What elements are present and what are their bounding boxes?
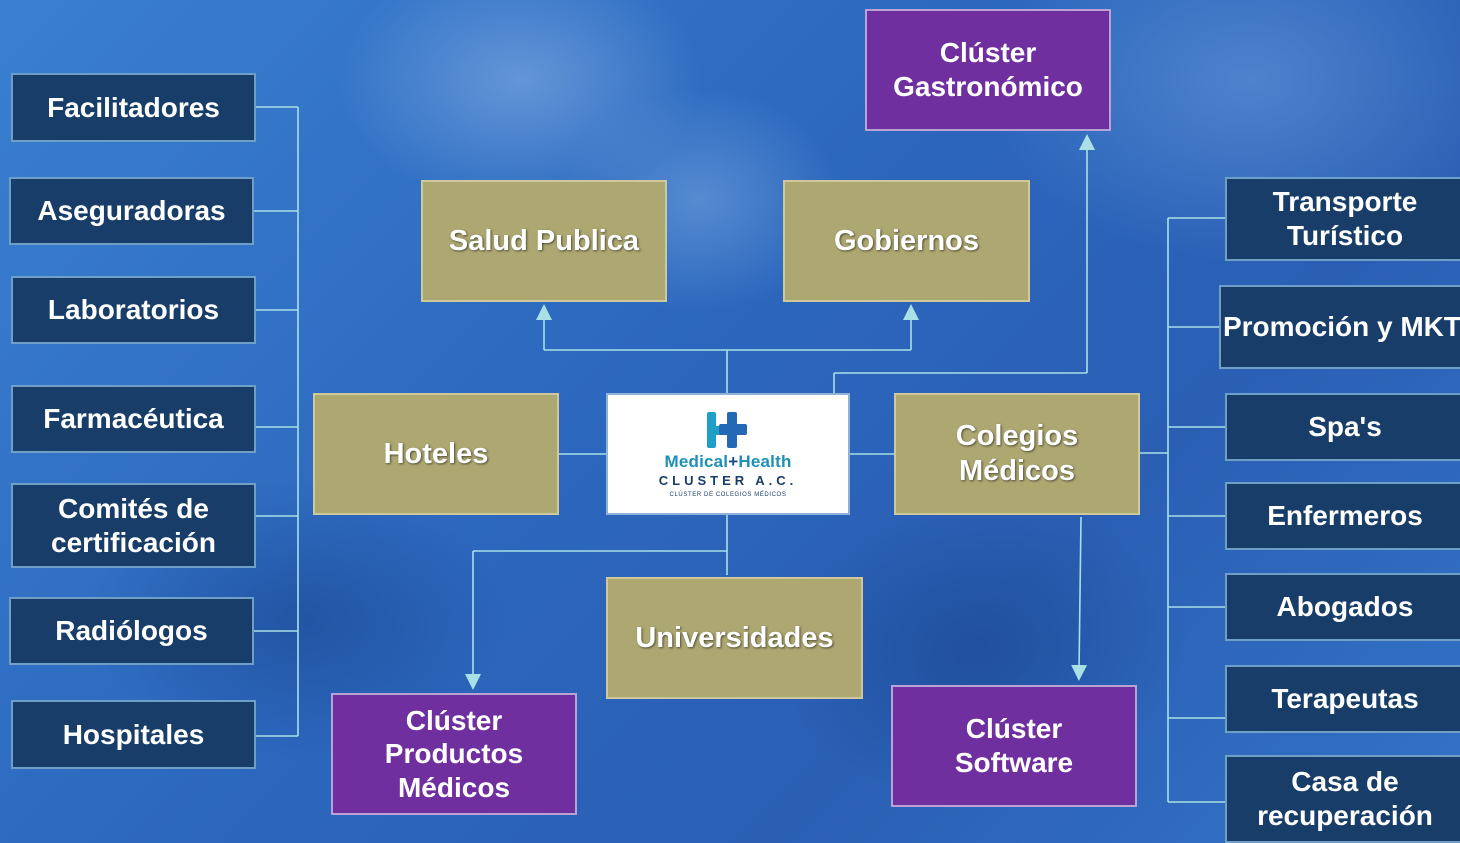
node-laboratorios: Laboratorios [11,276,256,344]
node-hospitales: Hospitales [11,700,256,769]
node-spas: Spa's [1225,393,1460,461]
node-colegios-medicos: Colegios Médicos [894,393,1140,515]
node-label: Clúster Productos Médicos [384,704,524,803]
node-label: Colegios Médicos [955,420,1079,487]
logo-subtitle: CLUSTER A.C. [658,473,798,488]
node-transporte: Transporte Turístico [1225,177,1460,261]
node-farmaceutica: Farmacéutica [11,385,256,453]
node-comites: Comités de certificación [11,483,256,568]
node-label: Radiólogos [55,615,208,647]
node-label: Enfermeros [1267,500,1423,532]
node-label: Clúster Software [954,713,1074,778]
node-hoteles: Hoteles [313,393,559,515]
node-label: Casa de recuperación [1257,766,1433,831]
logo-cross-icon [707,412,747,448]
logo-name: Medical+Health [664,452,792,471]
node-cluster-productos: Clúster Productos Médicos [331,693,577,815]
node-cluster-gastronomico: Clúster Gastronómico [865,9,1111,131]
node-label: Farmacéutica [43,403,224,435]
node-terapeutas: Terapeutas [1225,665,1460,733]
node-promocion: Promoción y MKT [1219,285,1460,369]
node-label: Hoteles [383,437,489,470]
node-label: Promoción y MKT [1222,311,1460,343]
node-cluster-software: Clúster Software [891,685,1137,807]
node-label: Comités de certificación [51,492,216,558]
node-label: Abogados [1276,591,1414,623]
logo-tagline: CLÚSTER DE COLEGIOS MÉDICOS [669,492,787,498]
node-aseguradoras: Aseguradoras [9,177,254,245]
node-enfermeros: Enfermeros [1225,482,1460,550]
node-label: Laboratorios [47,294,220,326]
node-label: Clúster Gastronómico [893,37,1083,102]
node-label: Universidades [635,621,834,654]
node-label: Salud Publica [448,224,640,257]
node-label: Transporte Turístico [1272,186,1418,251]
node-radiologos: Radiólogos [9,597,254,665]
node-label: Aseguradoras [37,195,226,227]
node-universidades: Universidades [606,577,863,699]
node-casa-recuperacion: Casa de recuperación [1225,755,1460,843]
node-facilitadores: Facilitadores [11,73,256,142]
node-label: Gobiernos [833,224,979,257]
node-gobiernos: Gobiernos [783,180,1030,302]
node-label: Hospitales [62,718,205,750]
node-salud-publica: Salud Publica [421,180,667,302]
node-label: Facilitadores [47,91,220,123]
logo-medical-health: Medical+Health CLUSTER A.C. CLÚSTER DE C… [606,393,850,515]
node-abogados: Abogados [1225,573,1460,641]
node-label: Spa's [1308,411,1382,443]
node-label: Terapeutas [1271,683,1419,715]
